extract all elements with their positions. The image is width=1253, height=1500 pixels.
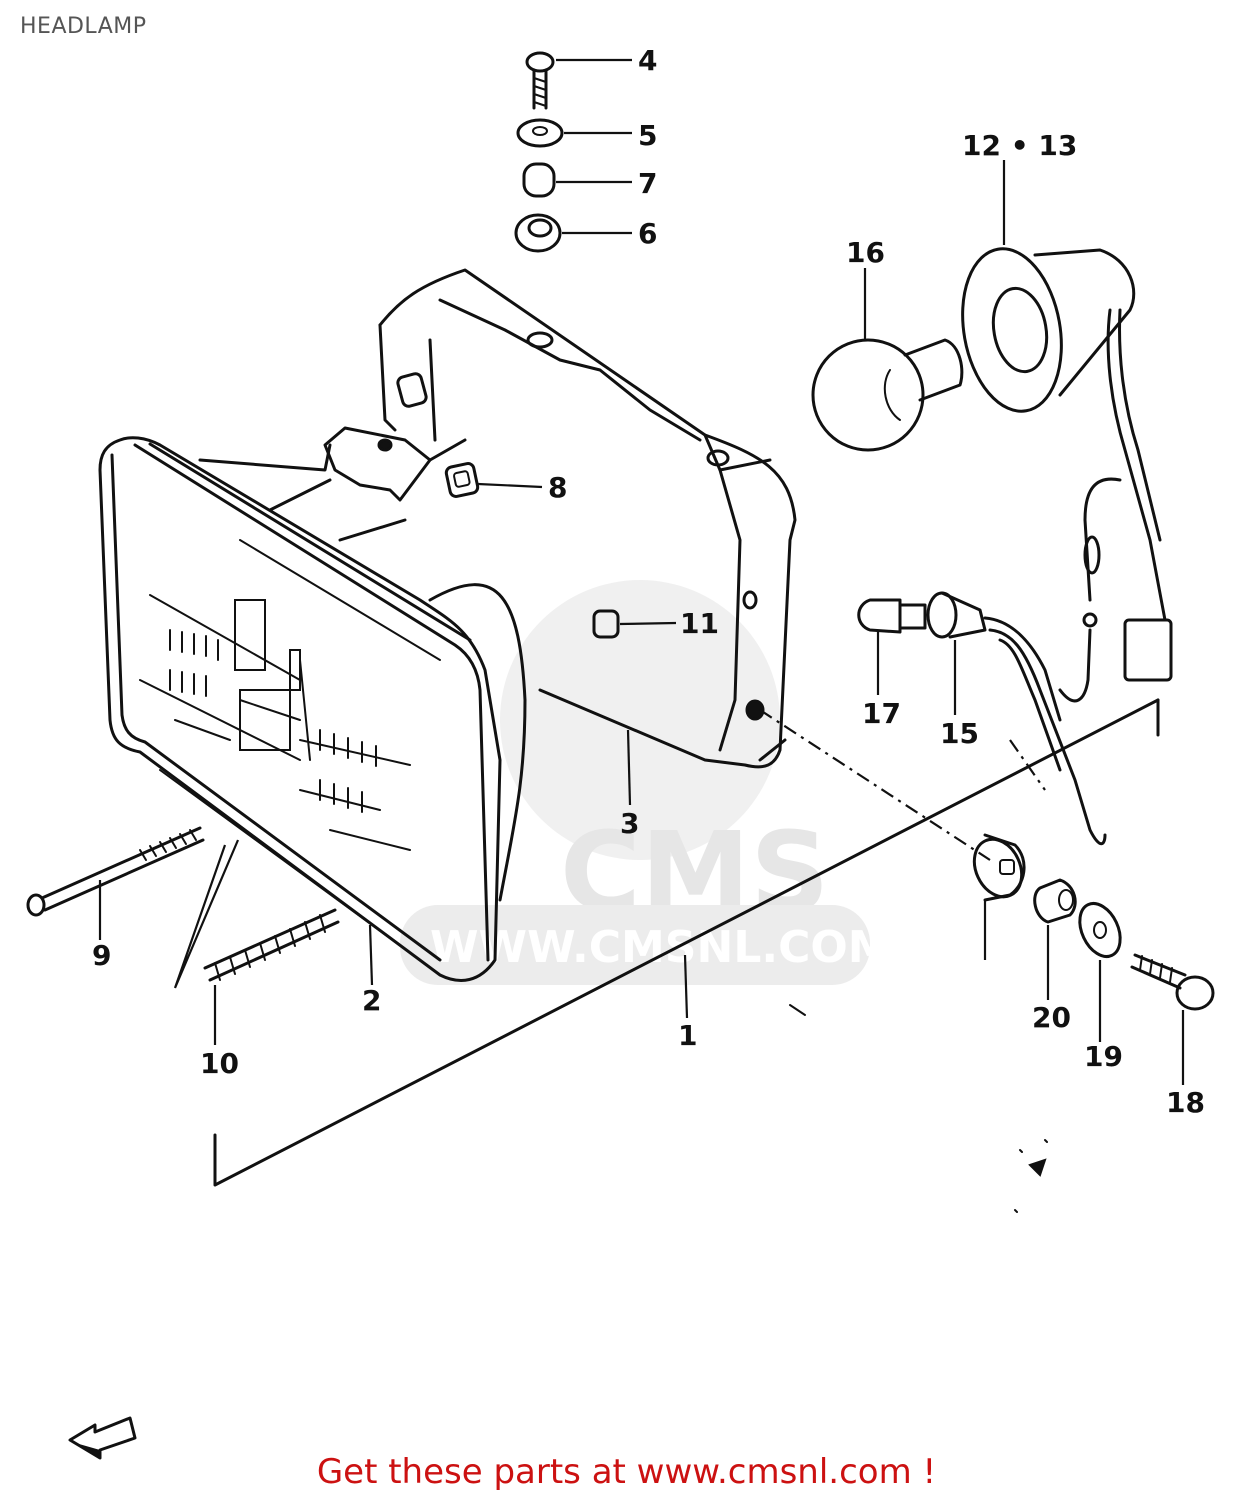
part-18-washer	[1078, 902, 1122, 958]
label-part-18: 19	[1084, 1040, 1123, 1073]
part-6-grommet	[514, 213, 562, 253]
page-title: HEADLAMP	[20, 14, 147, 39]
label-part-19: 20	[1032, 1001, 1071, 1034]
watermark: CMS WWW.CMSNL.COM	[400, 580, 892, 985]
label-part-10: 10	[200, 1047, 239, 1080]
label-part-6: 6	[638, 217, 657, 250]
label-part-11: 11	[680, 607, 719, 640]
label-part-14: 15	[940, 717, 979, 750]
part-2-headlamp-unit	[98, 436, 527, 982]
label-part-2: 2	[362, 984, 381, 1017]
label-part-1: 1	[678, 1019, 697, 1052]
label-part-5: 5	[638, 119, 657, 152]
stray-marks	[789, 1004, 1048, 1213]
part-11-nut	[592, 609, 620, 639]
part-4-screw	[525, 51, 555, 110]
part-labels: 4 5 7 6 8 11 12 • 13 16 17 15 3 2 9 10 1…	[92, 44, 1205, 1119]
part-7-collar	[522, 162, 556, 198]
part-8-nut	[444, 462, 480, 498]
part-5-washer	[516, 118, 564, 148]
part-20-grommet	[972, 833, 1026, 902]
front-arrow-icon	[68, 1416, 137, 1460]
part-12-13-socket	[961, 247, 1173, 703]
label-part-3: 3	[620, 807, 639, 840]
part-3-housing	[323, 268, 797, 769]
part-17-bolt	[1130, 953, 1215, 1011]
part-19-collar	[1033, 878, 1077, 924]
label-part-17: 18	[1166, 1086, 1205, 1119]
label-part-12-13: 12 • 13	[962, 129, 1077, 162]
label-part-16: 17	[862, 697, 901, 730]
label-part-7: 7	[638, 167, 657, 200]
label-part-15: 16	[846, 236, 885, 269]
part-16-bulb	[857, 598, 927, 634]
label-part-8: 8	[548, 471, 567, 504]
part-15-bulb	[811, 338, 964, 452]
part-10-spring	[203, 908, 340, 982]
assembly-bracket	[213, 698, 1160, 1187]
label-part-4: 4	[638, 44, 657, 77]
center-lines	[759, 709, 1046, 861]
watermark-url: WWW.CMSNL.COM	[430, 922, 892, 973]
leader-lines	[98, 58, 1185, 1085]
label-part-9: 9	[92, 939, 111, 972]
footer-link-text[interactable]: Get these parts at www.cmsnl.com !	[316, 1452, 937, 1492]
part-14-socket	[926, 591, 1107, 846]
part-9-screw	[26, 826, 205, 917]
